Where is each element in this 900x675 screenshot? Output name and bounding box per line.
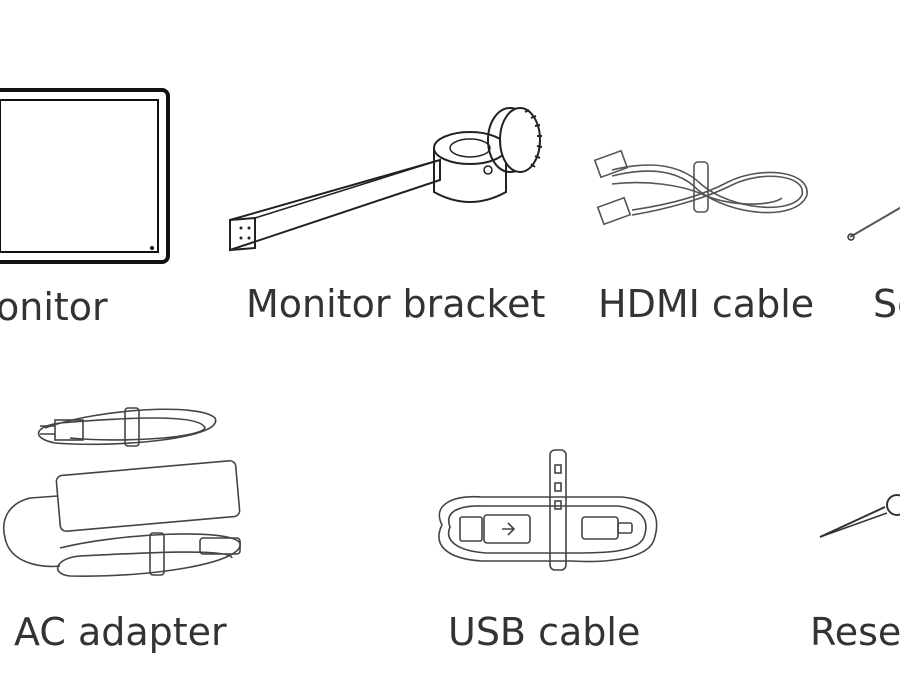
monitor-illustration: [0, 88, 170, 264]
ac-adapter-illustration: [3, 407, 241, 577]
usb-cable-label: USB cable: [448, 610, 641, 654]
hdmi-cable-illustration: [593, 149, 808, 226]
monitor-bracket-illustration: [229, 107, 543, 252]
monitor-bracket-label: Monitor bracket: [246, 282, 546, 326]
usb-cable-illustration: [438, 449, 658, 571]
ac-adapter-label: AC adapter: [14, 610, 227, 654]
hdmi-cable-label: HDMI cable: [598, 282, 815, 326]
screwdriver-label: Sc: [873, 282, 900, 326]
monitor-label: onitor: [0, 285, 108, 329]
reset-pin-illustration: [819, 494, 900, 538]
reset-pin-label: Reset: [810, 610, 900, 654]
screw-illustration: [847, 206, 900, 241]
